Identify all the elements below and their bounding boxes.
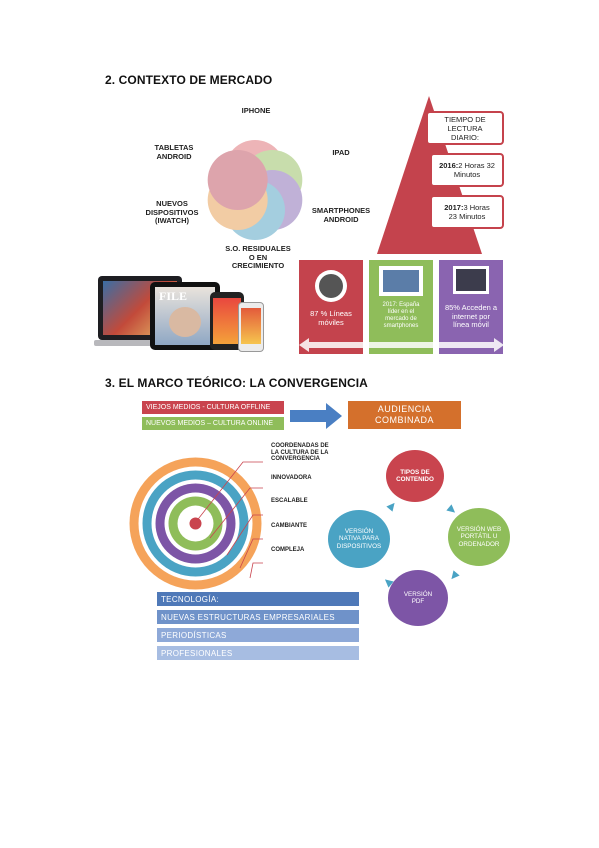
venn-label-so: S.O. RESIDUALES O EN CRECIMIENTO <box>225 244 291 271</box>
reading-time-2017-box: 2017:3 Horas 23 Minutos <box>430 195 504 229</box>
market-card-2: 2017: España líder en el mercado de smar… <box>369 260 433 354</box>
venn-circle <box>207 150 268 210</box>
bar-profesionales: PROFESIONALES <box>157 646 359 660</box>
year-2016: 2016: <box>439 161 459 170</box>
tablet-device: FILE <box>150 282 220 350</box>
target-label-compleja: COMPLEJA <box>271 547 305 553</box>
magazine-title: FILE <box>159 289 188 303</box>
market-card-2-text: 2017: España líder en el mercado de smar… <box>382 302 420 329</box>
venn-label-iphone: IPHONE <box>241 106 271 115</box>
section-2-heading: 2. CONTEXTO DE MERCADO <box>105 73 273 87</box>
target-label-innovadora: INNOVADORA <box>271 475 312 481</box>
cycle-version-nativa: VERSIÓN NATIVA PARA DISPOSITIVOS <box>328 510 390 568</box>
target-label-coordenadas: COORDENADAS DE LA CULTURA DE LA CONVERGE… <box>271 443 329 463</box>
devices-image: FILE <box>94 268 264 358</box>
phones-icon <box>315 270 347 302</box>
market-card-1: 87 % Líneas móviles <box>299 260 363 354</box>
market-card-3-text: 85% Acceden a internet por línea móvil <box>444 303 498 330</box>
cycle-arrows <box>384 502 460 588</box>
venn-label-nuevos: NUEVOS DISPOSITIVOS (IWATCH) <box>145 199 199 226</box>
face-image <box>169 307 201 337</box>
reading-time-title-box: TIEMPO DE LECTURA DIARIO: <box>426 111 504 145</box>
internet-photo <box>453 266 489 294</box>
cycle-version-web: VERSIÓN WEB PORTÁTIL U ORDENADOR <box>448 508 510 566</box>
arrow-right-icon <box>290 403 342 429</box>
smartphones-photo <box>379 266 423 296</box>
target-label-escalable: ESCALABLE <box>271 498 308 504</box>
target-label-cambiante: CAMBIANTE <box>271 523 307 529</box>
cycle-version-pdf: VERSIÓN PDF <box>388 570 448 626</box>
pill-nuevos-medios: NUEVOS MEDIOS – CULTURA ONLINE <box>142 417 284 430</box>
smartphone-device <box>238 302 264 352</box>
market-card-1-text: 87 % Líneas móviles <box>310 309 352 327</box>
laptop-base <box>94 340 186 346</box>
audiencia-combinada-box: AUDIENCIA COMBINADA <box>348 401 461 429</box>
venn-label-ipad: IPAD <box>332 148 350 157</box>
bar-periodisticas: PERIODÍSTICAS <box>157 628 359 642</box>
year-2017: 2017: <box>444 203 464 212</box>
cycle-tipos-contenido: TIPOS DE CONTENIDO <box>386 450 444 502</box>
market-stats-panel: 87 % Líneas móviles 2017: España líder e… <box>299 258 504 356</box>
venn-label-smartphones: SMARTPHONES ANDROID <box>311 206 371 224</box>
reading-time-2016-box: 2016:2 Horas 32 Minutos <box>430 153 504 187</box>
bar-nuevas-estructuras: NUEVAS ESTRUCTURAS EMPRESARIALES <box>157 610 359 624</box>
double-arrow-icon <box>299 338 504 352</box>
venn-label-tabletas: TABLETAS ANDROID <box>154 143 194 161</box>
section-3-heading: 3. EL MARCO TEÓRICO: LA CONVERGENCIA <box>105 376 368 390</box>
bar-tecnologia: TECNOLOGÍA: <box>157 592 359 606</box>
convergence-target-diagram <box>129 457 263 590</box>
market-card-3: 85% Acceden a internet por línea móvil <box>439 260 503 354</box>
venn-diagram <box>207 140 303 240</box>
pill-viejos-medios: VIEJOS MEDIOS - CULTURA OFFLINE <box>142 401 284 414</box>
